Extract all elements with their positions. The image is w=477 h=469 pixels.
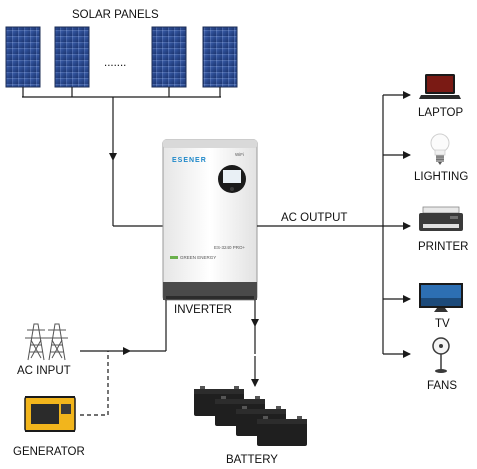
inverter-brand: ESENER [172, 157, 207, 164]
generator-line [80, 351, 109, 416]
inverter-wifi-label: WiFi [235, 152, 244, 157]
inverter-badge: GREEN ENERGY [180, 255, 216, 260]
panels-connection [22, 96, 221, 227]
solar-panel-3 [151, 26, 187, 97]
ac-input-line [80, 300, 167, 355]
load-label-fans: FANS [427, 380, 457, 392]
generator-label: GENERATOR [13, 446, 85, 458]
battery-bank-icon [194, 386, 307, 446]
ac-output-label: AC OUTPUT [281, 212, 347, 224]
laptop-icon [419, 74, 461, 99]
light-bulb-icon [430, 133, 450, 165]
generator-icon [24, 396, 76, 432]
ac-input-label: AC INPUT [17, 365, 71, 377]
load-label-tv: TV [435, 318, 450, 330]
printer-icon [419, 206, 463, 231]
inverter-model: ES-3240 PRO+ [214, 245, 246, 250]
panels-ellipsis: ....... [104, 57, 126, 69]
solar-panel-1 [5, 26, 41, 97]
battery-label: BATTERY [226, 454, 278, 466]
load-label-lighting: LIGHTING [414, 171, 468, 183]
ac-output-bus [257, 91, 411, 358]
tv-icon [419, 283, 463, 312]
fan-icon [432, 337, 450, 373]
load-label-laptop: LAPTOP [418, 107, 463, 119]
inverter-device: ESENER WiFi ES-3240 PRO+ GREEN ENERGY [162, 139, 258, 301]
solar-panels-label: SOLAR PANELS [72, 9, 159, 21]
pylon-icon [25, 323, 68, 361]
solar-panel-2 [54, 26, 90, 97]
inverter-label: INVERTER [174, 304, 232, 316]
inverter-lcd-screen [223, 170, 241, 183]
solar-panel-4 [202, 26, 238, 97]
load-label-printer: PRINTER [418, 241, 468, 253]
